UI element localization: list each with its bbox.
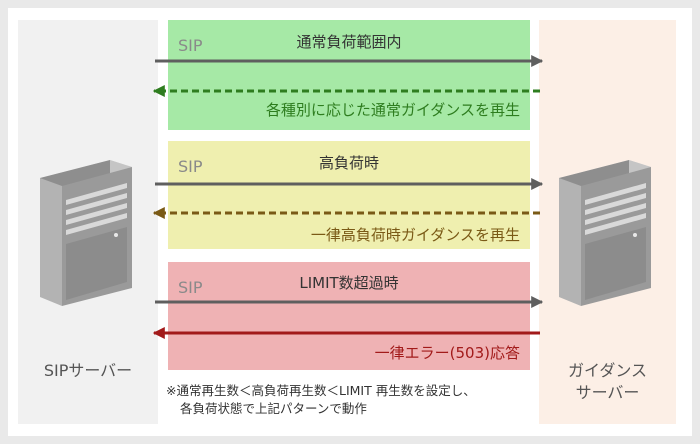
guidance-server-label-line1: ガイダンス — [567, 361, 648, 380]
sip-request-label: SIP — [178, 157, 203, 176]
error-503-label: 一律エラー(503)応答 — [374, 344, 520, 362]
high-load-band: SIP 高負荷時 一律高負荷時ガイダンスを再生 — [168, 141, 530, 249]
sip-request-label: SIP — [178, 36, 203, 55]
footnote-line2: 各負荷状態で上記パターンで動作 — [180, 401, 367, 416]
limit-exceeded-title: LIMIT数超過時 — [299, 274, 399, 292]
footnote: ※通常再生数＜高負荷再生数＜LIMIT 再生数を設定し、 各負荷状態で上記パター… — [166, 382, 476, 418]
sip-request-label: SIP — [178, 278, 203, 297]
high-guidance-label: 一律高負荷時ガイダンスを再生 — [310, 226, 520, 244]
high-load-title: 高負荷時 — [318, 154, 379, 172]
normal-guidance-label: 各種別に応じた通常ガイダンスを再生 — [265, 101, 520, 119]
sip-server-label: SIPサーバー — [43, 361, 133, 380]
footnote-line1: ※通常再生数＜高負荷再生数＜LIMIT 再生数を設定し、 — [166, 383, 476, 398]
guidance-server-label-line2: サーバー — [575, 383, 640, 402]
guidance-server-label: ガイダンス サーバー — [539, 360, 676, 404]
limit-exceeded-band: SIP LIMIT数超過時 一律エラー(503)応答 — [168, 262, 530, 370]
guidance-server-icon — [559, 160, 651, 306]
sip-server-icon — [40, 160, 132, 306]
normal-load-title: 通常負荷範囲内 — [296, 33, 402, 51]
normal-load-band: SIP 通常負荷範囲内 各種別に応じた通常ガイダンスを再生 — [168, 20, 530, 130]
